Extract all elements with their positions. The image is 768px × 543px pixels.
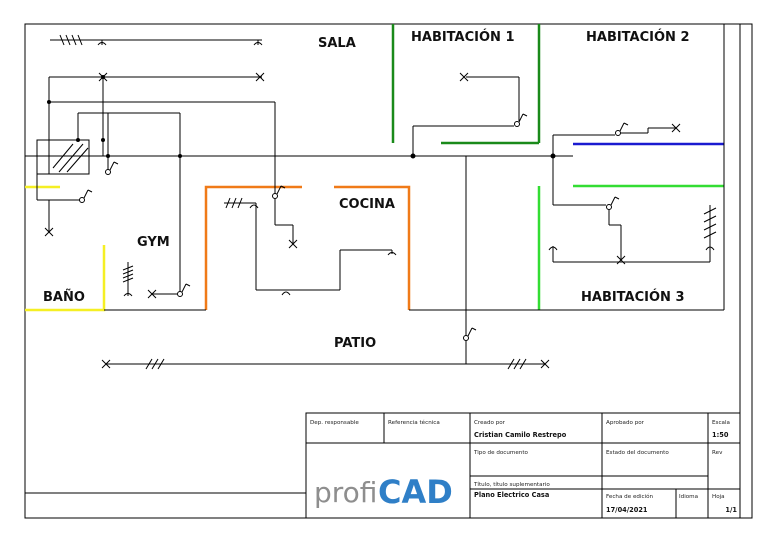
tb-estado-documento-label: Estado del documento xyxy=(606,450,669,456)
tb-dep-responsable-label: Dep. responsable xyxy=(310,420,359,426)
room-label-gym: GYM xyxy=(137,235,170,250)
tb-titulo-label: Título, título suplementario xyxy=(473,481,550,488)
tb-escala-value: 1:50 xyxy=(712,431,729,439)
tb-creado-por-label: Creado por xyxy=(474,420,506,426)
electrical-panel xyxy=(36,139,90,175)
tb-idioma-label: Idioma xyxy=(679,494,698,500)
main-wiring xyxy=(25,24,725,330)
cocina-wiring xyxy=(224,156,397,296)
tb-rev-label: Rev xyxy=(712,450,723,456)
habitacion-1-walls xyxy=(391,24,541,145)
tb-aprobado-por-label: Aprobado por xyxy=(606,420,645,426)
tb-creado-por-value: Cristian Camilo Restrepo xyxy=(474,431,567,439)
tb-fecha-label: Fecha de edición xyxy=(606,493,654,500)
room-label-habitacion-2: HABITACIÓN 2 xyxy=(586,29,690,45)
tb-referencia-label: Referencia técnica xyxy=(388,419,440,426)
room-label-bano: BAÑO xyxy=(43,289,85,305)
tb-titulo-value: Plano Electrico Casa xyxy=(474,491,549,499)
sala-wiring xyxy=(48,34,276,175)
drawing-frame xyxy=(24,23,753,519)
tb-hoja-label: Hoja xyxy=(712,494,725,500)
logo-text-profi: profi xyxy=(314,476,377,509)
room-label-sala: SALA xyxy=(318,36,356,51)
habitacion-2-3-wiring xyxy=(548,122,717,265)
tb-tipo-documento-label: Tipo de documento xyxy=(473,450,529,456)
room-label-habitacion-3: HABITACIÓN 3 xyxy=(581,289,685,305)
room-label-patio: PATIO xyxy=(334,336,376,351)
room-label-habitacion-1: HABITACIÓN 1 xyxy=(411,29,515,45)
patio-wiring xyxy=(101,327,550,370)
tb-hoja-value: 1/1 xyxy=(725,506,737,514)
room-label-cocina: COCINA xyxy=(339,197,395,212)
title-block xyxy=(305,412,741,519)
cocina-walls xyxy=(204,185,411,310)
tb-escala-label: Escala xyxy=(712,420,730,426)
junction-dots xyxy=(47,75,182,158)
logo-text-cad: CAD xyxy=(378,473,453,511)
bano-wiring xyxy=(36,174,93,237)
tb-fecha-value: 17/04/2021 xyxy=(606,506,648,514)
gym-wiring xyxy=(122,156,191,299)
habitacion-1-wiring xyxy=(410,72,528,159)
